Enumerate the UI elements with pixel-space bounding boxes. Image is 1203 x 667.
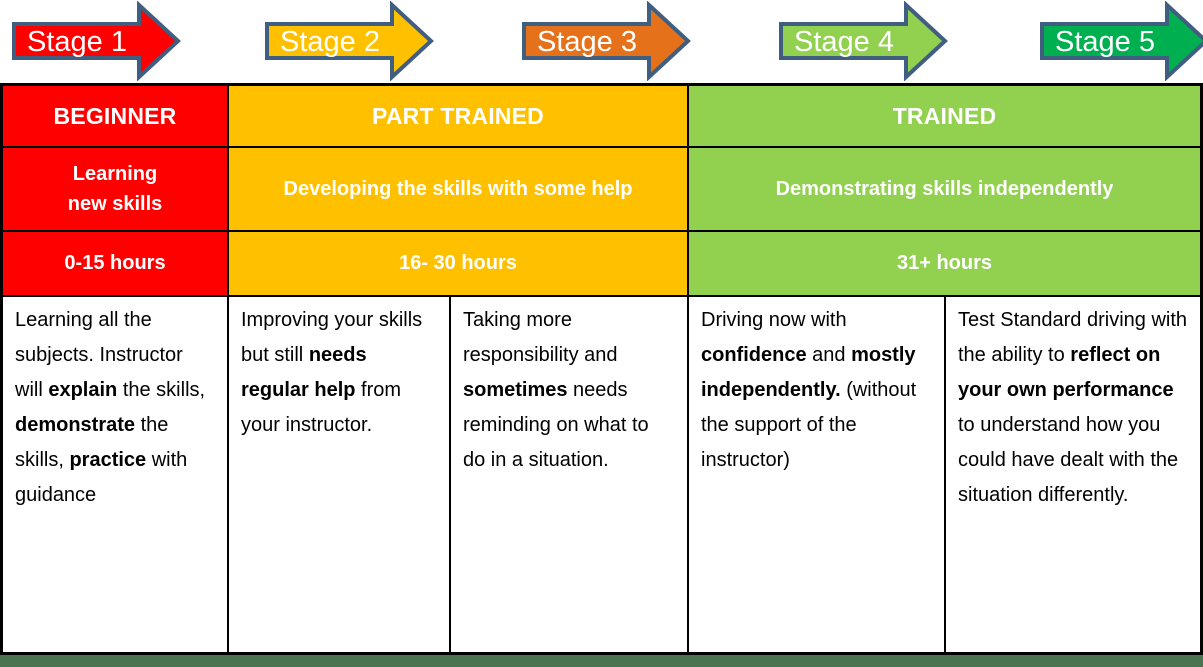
detail-cell-stage-5: Test Standard driving with the ability t… <box>946 297 1200 652</box>
bottom-accent-bar <box>0 655 1203 667</box>
hours-cell-16-30: 16- 30 hours <box>229 232 687 295</box>
stage-3-arrow: Stage 3 <box>522 0 692 82</box>
level-cell-beginner: BEGINNER <box>3 86 227 146</box>
summary-cell-part-trained: Developing the skills with some help <box>229 148 687 230</box>
stage-2-arrow: Stage 2 <box>265 0 435 82</box>
hours-cell-0-15: 0-15 hours <box>3 232 227 295</box>
detail-cell-stage-4: Driving now with confidence and mostly i… <box>689 297 944 652</box>
arrow-right-icon <box>1040 0 1203 82</box>
summary-cell-trained: Demonstrating skills independently <box>689 148 1200 230</box>
arrow-right-icon <box>779 0 948 82</box>
stage-4-label: Stage 4 <box>794 26 894 58</box>
stage-2-label: Stage 2 <box>280 26 380 58</box>
stage-4-arrow: Stage 4 <box>779 0 949 82</box>
detail-cell-stage-3: Taking more responsibility and sometimes… <box>451 297 687 652</box>
summary-cell-beginner: Learning new skills <box>3 148 227 230</box>
stage-1-arrow: Stage 1 <box>12 0 182 82</box>
arrow-right-icon <box>12 0 181 82</box>
level-cell-part-trained: PART TRAINED <box>229 86 687 146</box>
arrow-right-icon <box>265 0 434 82</box>
detail-cell-stage-1: Learning all the subjects. Instructor wi… <box>3 297 227 652</box>
stage-1-label: Stage 1 <box>27 26 127 58</box>
stage-3-label: Stage 3 <box>537 26 637 58</box>
hours-cell-31-plus: 31+ hours <box>689 232 1200 295</box>
stages-table: BEGINNER PART TRAINED TRAINED Learning n… <box>0 83 1203 655</box>
stage-5-arrow: Stage 5 <box>1040 0 1203 82</box>
level-cell-trained: TRAINED <box>689 86 1200 146</box>
stage-arrows-row: Stage 1 Stage 2 Stage 3 Stage 4 <box>0 0 1203 83</box>
stage-5-label: Stage 5 <box>1055 26 1155 58</box>
detail-cell-stage-2: Improving your skills but still needs re… <box>229 297 449 652</box>
arrow-right-icon <box>522 0 691 82</box>
